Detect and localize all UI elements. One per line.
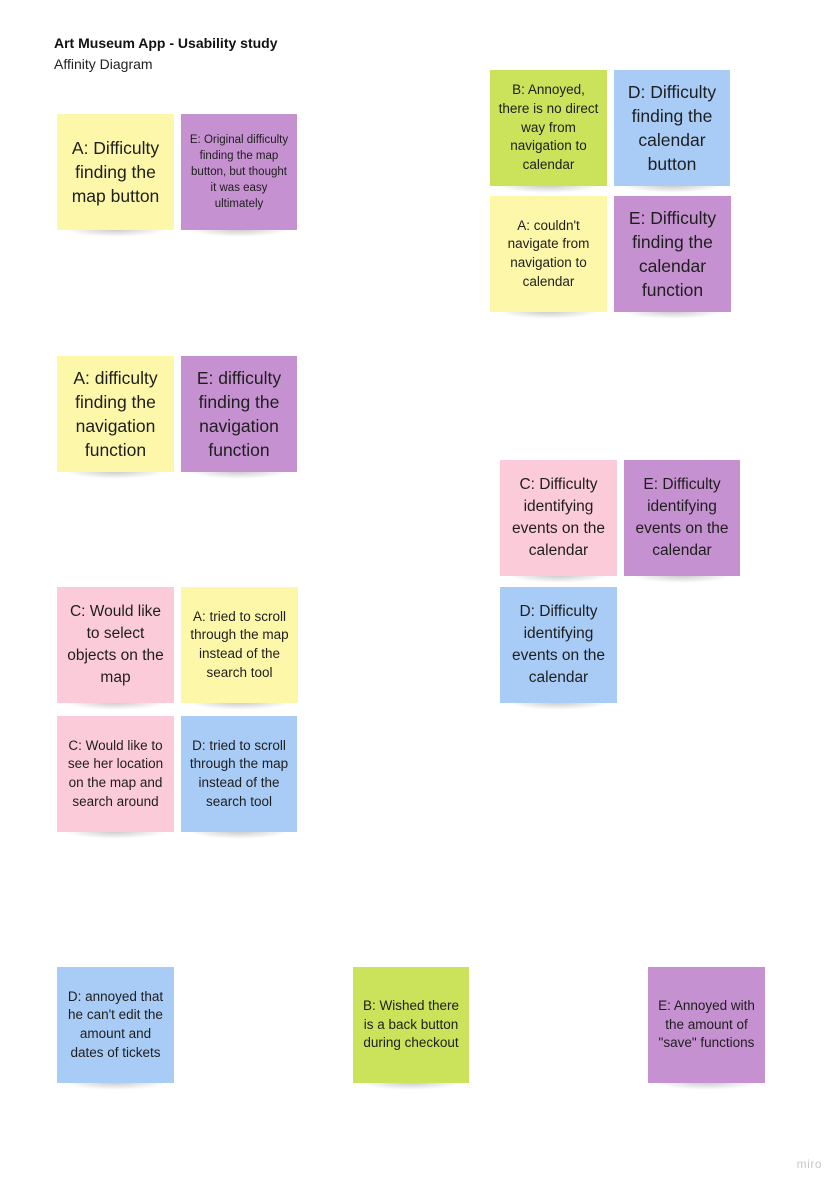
sticky-note-scroll-map-a[interactable]: A: tried to scroll through the map inste… <box>181 587 298 710</box>
sticky-note-map-button-e[interactable]: E: Original difficulty finding the map b… <box>181 114 297 237</box>
sticky-note-calendar-nav-b[interactable]: B: Annoyed, there is no direct way from … <box>490 70 607 193</box>
sticky-note-navigation-e[interactable]: E: difficulty finding the navigation fun… <box>181 356 297 479</box>
sticky-note-select-objects-c[interactable]: C: Would like to select objects on the m… <box>57 587 174 710</box>
sticky-note-location-c[interactable]: C: Would like to see her location on the… <box>57 716 174 839</box>
sticky-note-events-e[interactable]: E: Difficulty identifying events on the … <box>624 460 740 583</box>
miro-logo: miro <box>796 1157 822 1171</box>
sticky-note-scroll-map-d[interactable]: D: tried to scroll through the map inste… <box>181 716 297 839</box>
sticky-note-calendar-function-e[interactable]: E: Difficulty finding the calendar funct… <box>614 196 731 319</box>
board-subtitle: Affinity Diagram <box>54 56 153 72</box>
sticky-note-calendar-button-d[interactable]: D: Difficulty finding the calendar butto… <box>614 70 730 193</box>
sticky-note-calendar-nav-a[interactable]: A: couldn't navigate from navigation to … <box>490 196 607 319</box>
sticky-note-events-d[interactable]: D: Difficulty identifying events on the … <box>500 587 617 710</box>
sticky-note-map-button-a[interactable]: A: Difficulty finding the map button <box>57 114 174 237</box>
sticky-note-events-c[interactable]: C: Difficulty identifying events on the … <box>500 460 617 583</box>
sticky-note-tickets-d[interactable]: D: annoyed that he can't edit the amount… <box>57 967 174 1090</box>
board-title: Art Museum App - Usability study <box>54 35 278 51</box>
sticky-note-navigation-a[interactable]: A: difficulty finding the navigation fun… <box>57 356 174 479</box>
sticky-note-save-functions-e[interactable]: E: Annoyed with the amount of "save" fun… <box>648 967 765 1090</box>
sticky-note-back-button-b[interactable]: B: Wished there is a back button during … <box>353 967 469 1090</box>
